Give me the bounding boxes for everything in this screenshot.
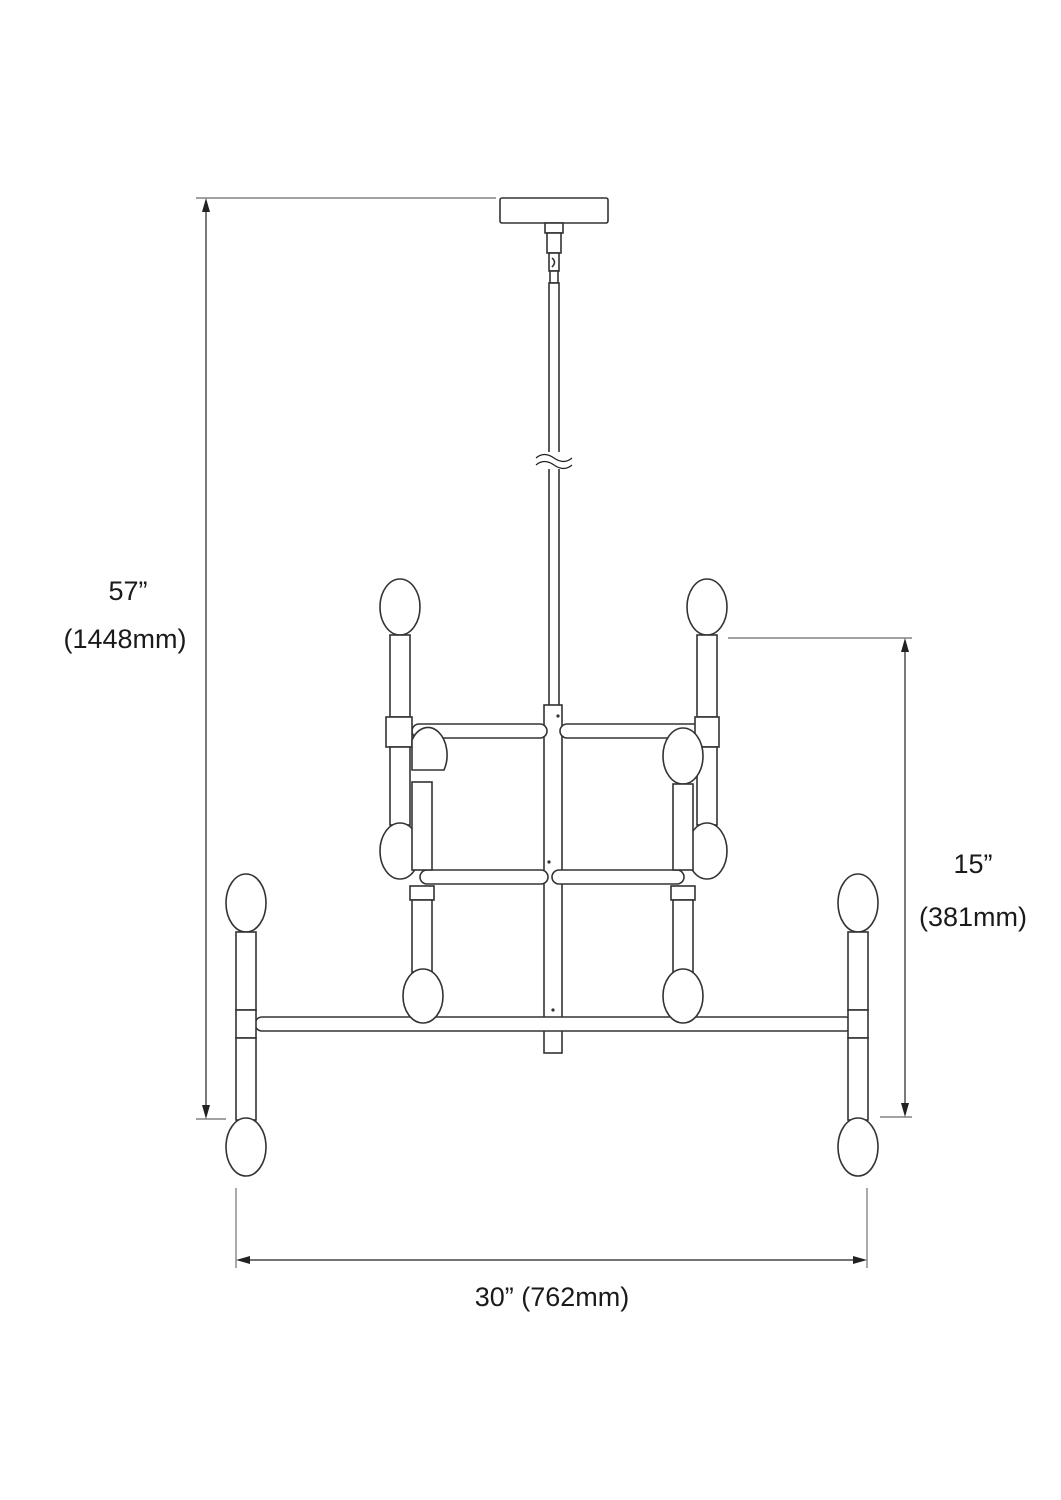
overall-height-imperial-label: 57”	[108, 576, 147, 606]
canopy-loop	[544, 222, 564, 284]
canopy	[499, 197, 609, 224]
light-bottom-left	[225, 873, 267, 1177]
overall-height-metric-label: (1448mm)	[63, 624, 186, 654]
light-middle-right	[662, 727, 704, 1024]
downrod	[548, 282, 560, 707]
body-height-imperial-label: 15”	[953, 849, 992, 879]
light-middle-left	[402, 726, 448, 1024]
light-bottom-right	[837, 873, 879, 1177]
middle-arm-right	[551, 869, 685, 885]
body-height-metric-label: (381mm)	[919, 902, 1027, 932]
width-dimension	[235, 1188, 868, 1268]
downrod-break-symbol	[535, 452, 573, 470]
overall-height-dimension	[196, 197, 496, 1120]
bottom-arm	[254, 1016, 854, 1032]
middle-arm-left	[419, 869, 549, 885]
body-height-dimension	[728, 637, 912, 1118]
light-upper-left	[379, 578, 421, 880]
width-label: 30” (762mm)	[475, 1282, 630, 1312]
light-upper-right	[686, 578, 728, 880]
